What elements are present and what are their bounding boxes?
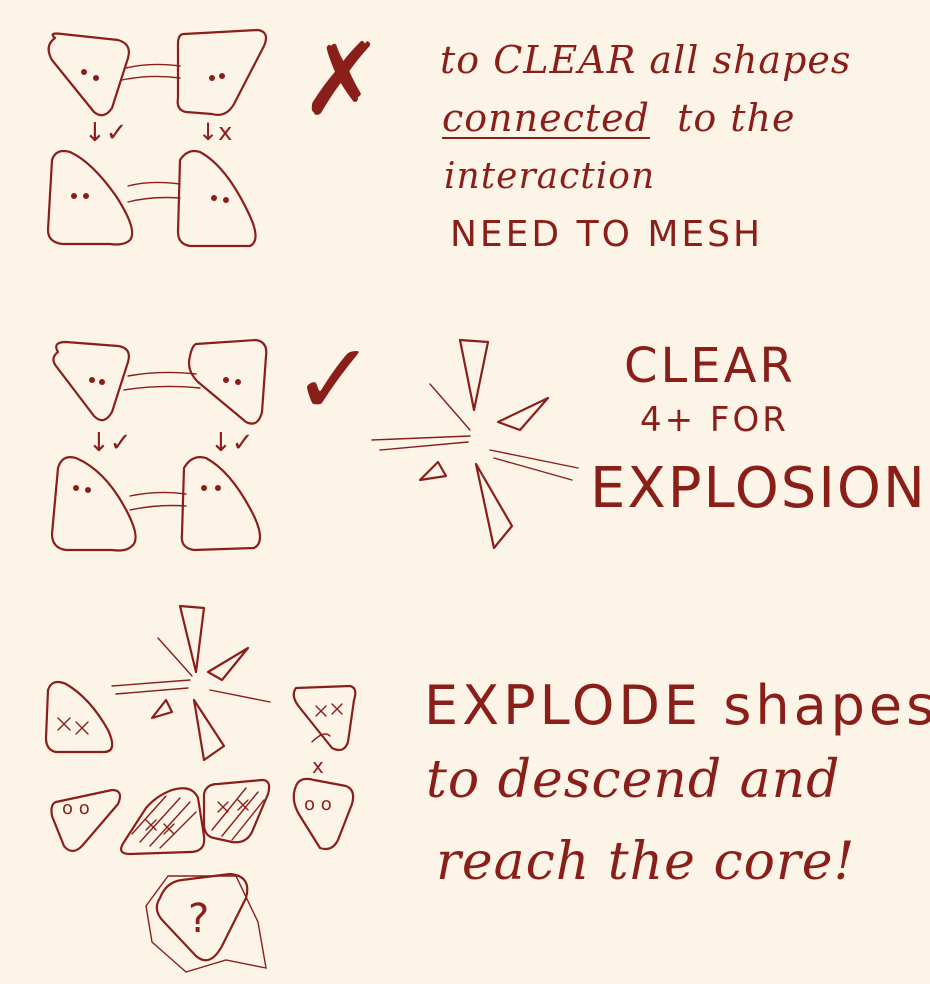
core-shape [145, 872, 267, 973]
drop-check-left: ↓✓ [88, 428, 132, 458]
core-question-icon: ? [188, 896, 210, 942]
clear-subheading: 4+ FOR [640, 400, 789, 440]
rule-line-3: interaction [444, 156, 656, 197]
rule-line-4: NEED TO MESH [450, 214, 764, 255]
drop-check-right: ↓✓ [210, 428, 254, 458]
panel-explode-rule: o o o o x ? EXPLODE shapes to descend an… [0, 580, 930, 984]
shape-row-1-eyes: o o [62, 798, 90, 819]
shape-top-right [187, 338, 268, 425]
shape-top-left [47, 32, 130, 117]
dead-shape-left [44, 680, 114, 754]
explode-line-1: EXPLODE shapes [424, 674, 930, 737]
shape-row-1 [50, 788, 122, 853]
shape-row-4 [292, 777, 355, 851]
shape-top-right [176, 28, 268, 116]
dead-shape-right [292, 684, 357, 752]
explode-line-3: reach the core! [436, 832, 856, 892]
shape-bottom-right [176, 149, 257, 248]
panel-3-illustration [44, 604, 357, 973]
explosion-word: EXPLOSION! [590, 456, 930, 521]
connector-top [127, 371, 197, 377]
shape-row-2-shaded [120, 787, 206, 856]
panel-1-illustration [46, 28, 268, 248]
connector-bottom [129, 491, 187, 497]
shape-top-left [52, 340, 130, 422]
cross-mark-icon: ✗ [300, 21, 384, 138]
drop-check-left: ↓✓ [84, 118, 128, 148]
panel-2-illustration [50, 338, 579, 552]
explosion-burst-icon [111, 604, 271, 762]
rule-line-1: to CLEAR all shapes [440, 38, 852, 82]
connected-word: connected [442, 96, 650, 140]
falling-x-mark: x [312, 754, 324, 778]
drop-cross-right: ↓x [198, 118, 233, 146]
shape-bottom-right [180, 456, 262, 552]
clear-heading: CLEAR [624, 338, 796, 394]
explode-line-2: to descend and [426, 750, 841, 810]
shape-row-3-shaded [202, 778, 271, 844]
shape-row-4-eyes: o o [304, 794, 332, 815]
panel-mesh-rule: ↓✓ ↓x ✗ to CLEAR all shapes connected to… [0, 0, 930, 290]
explosion-burst-icon [371, 338, 579, 550]
panel-clear-rule: ↓✓ ↓✓ ✓ CLEAR 4+ FOR EXPLOSION! [0, 290, 930, 580]
rule-line-2-rest: to the [677, 96, 796, 140]
rule-line-2: connected to the [442, 96, 796, 140]
check-mark-icon: ✓ [292, 321, 376, 438]
shape-bottom-left [46, 149, 134, 246]
connector-top [125, 63, 181, 69]
connector-bottom [127, 181, 181, 187]
shape-bottom-left [50, 456, 137, 552]
